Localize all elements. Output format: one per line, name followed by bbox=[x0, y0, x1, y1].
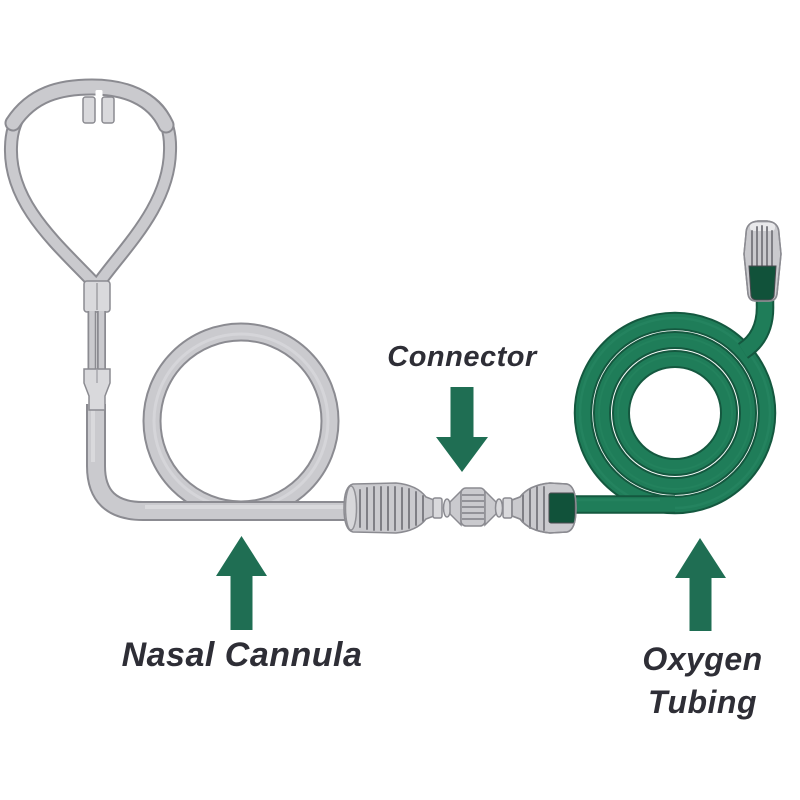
cannula-main-tube bbox=[86, 404, 360, 521]
cannula-twin-tubes bbox=[87, 311, 106, 371]
oxygen-tubing-label-line2: Tubing bbox=[647, 684, 758, 720]
cannula-nose-bridge bbox=[4, 78, 175, 134]
nasal-cannula-graphic bbox=[3, 78, 360, 521]
oxygen-tubing-label-line1: Oxygen bbox=[642, 641, 763, 677]
cannula-y-junction bbox=[83, 368, 111, 411]
oxygen-tubing-label: Oxygen Tubing bbox=[595, 638, 800, 724]
connector-arrow-down-icon bbox=[436, 387, 488, 472]
nasal-cannula-arrow-up-icon bbox=[216, 536, 267, 630]
connector-label: Connector bbox=[387, 341, 537, 373]
connector-right-funnel bbox=[502, 482, 577, 534]
nasal-cannula-label: Nasal Cannula bbox=[121, 636, 363, 674]
oxygen-tubing-arrow-up-icon bbox=[675, 538, 726, 631]
connector-left-funnel bbox=[343, 482, 443, 534]
connector-graphic bbox=[343, 482, 577, 534]
oxygen-tubing-graphic bbox=[546, 220, 782, 515]
connector-barb-adapter bbox=[442, 487, 504, 527]
oxygen-tube-riser bbox=[737, 268, 775, 359]
cannula-slider bbox=[83, 280, 111, 313]
nasal-prong-right bbox=[101, 96, 115, 124]
nasal-prong-left bbox=[82, 96, 96, 124]
tubing-end-connector bbox=[743, 220, 782, 302]
cannula-tube-coil bbox=[142, 322, 340, 520]
